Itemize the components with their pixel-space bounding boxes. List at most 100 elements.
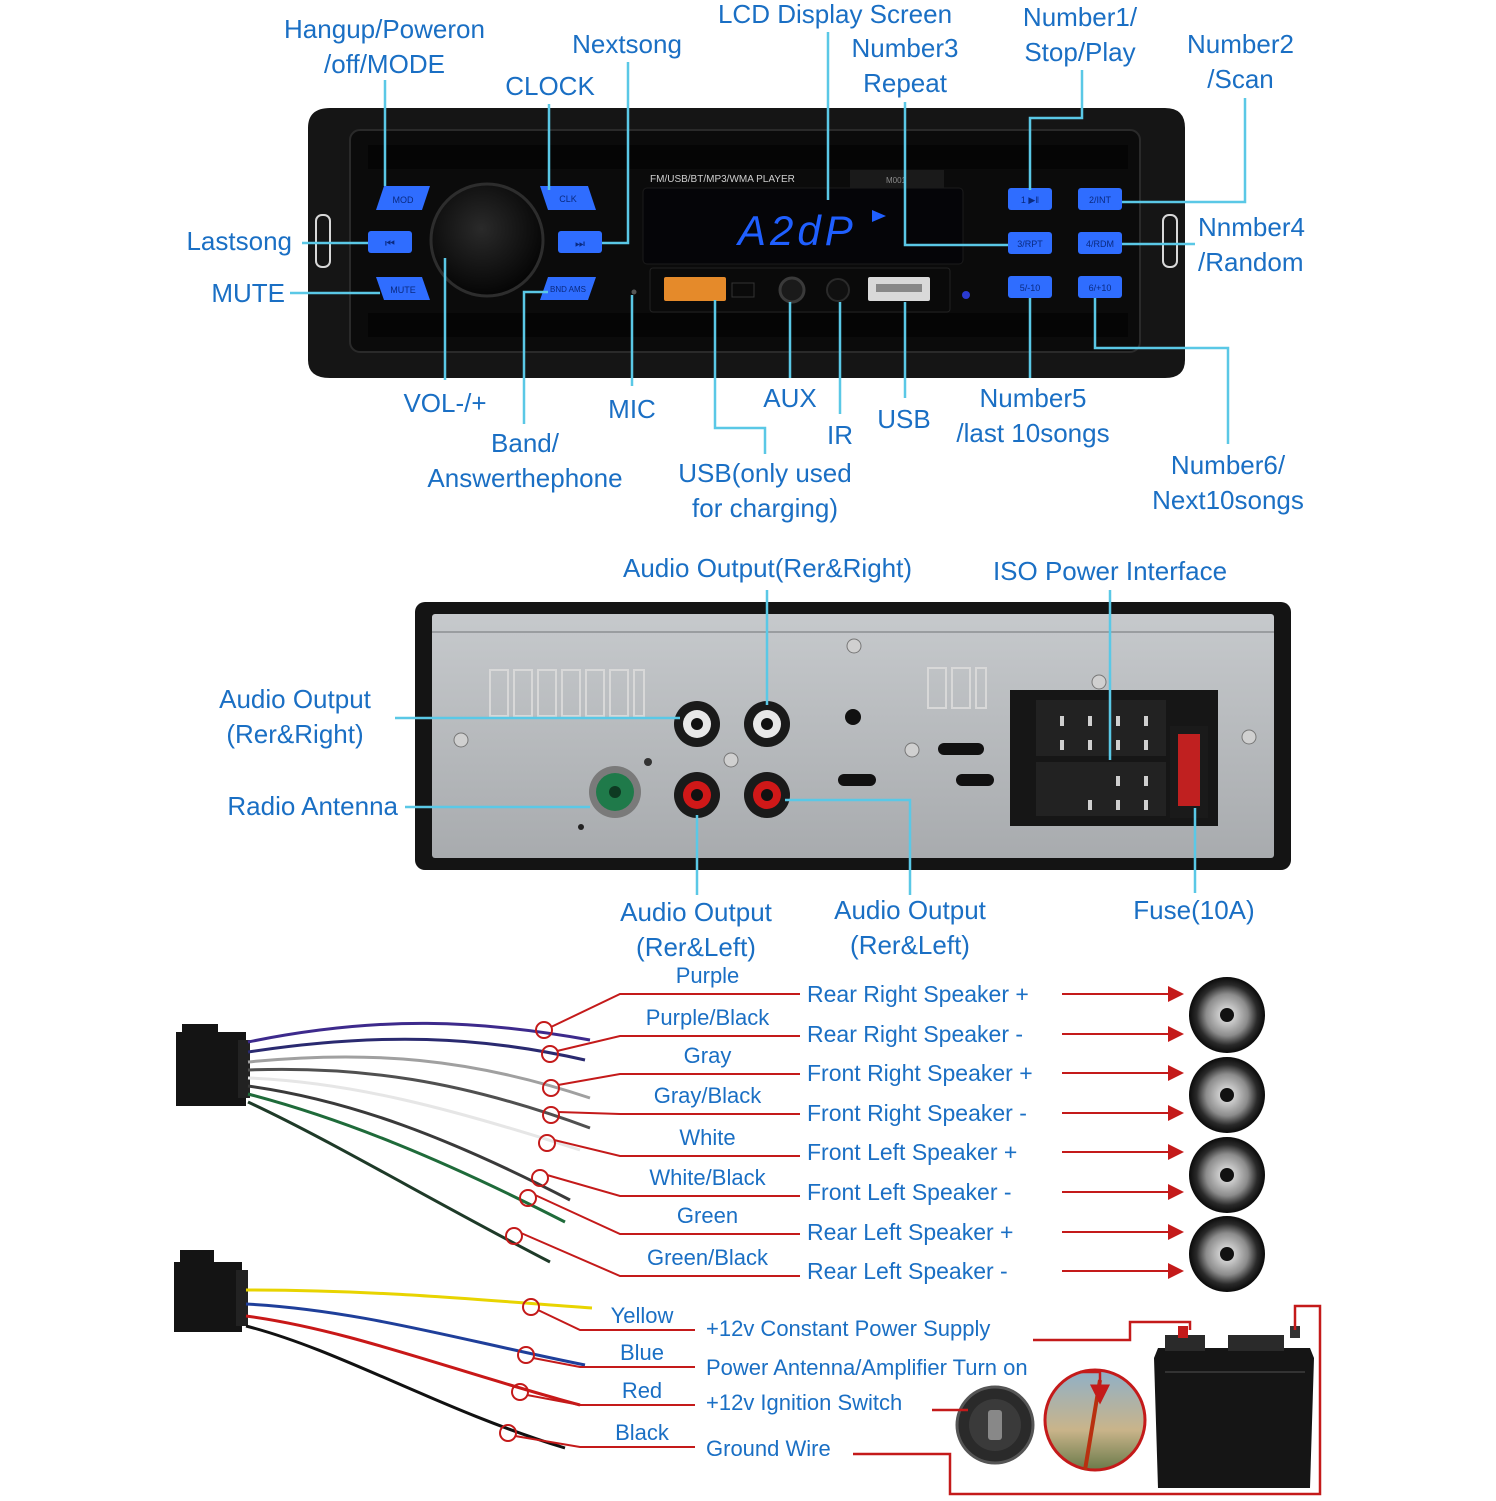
speakers	[1189, 977, 1265, 1292]
label-usb-charging: USB(only used for charging)	[678, 458, 852, 523]
ir-receiver	[826, 278, 850, 302]
lcd-screen	[642, 187, 964, 265]
mode-button-label: MOD	[393, 195, 414, 205]
screw-6	[1241, 729, 1257, 745]
rca-red-2[interactable]	[744, 772, 790, 818]
button-2-label: 2/INT	[1089, 195, 1112, 205]
usb-port-inner	[876, 284, 922, 292]
volume-knob[interactable]	[429, 182, 545, 298]
power-wire-color-label: Yellow	[610, 1303, 674, 1328]
power-wire-function-label: +12v Constant Power Supply	[706, 1316, 991, 1341]
wire-leader-line	[553, 1139, 800, 1157]
rear-vents-right	[927, 667, 987, 709]
aux-jack[interactable]	[778, 276, 806, 304]
leader-audio-bottom-2	[785, 798, 912, 895]
label-fuse: Fuse(10A)	[1133, 895, 1255, 925]
wire-function-label: Rear Right Speaker +	[807, 981, 1029, 1007]
speaker-wire-leader	[542, 1105, 1184, 1124]
clk-button[interactable]: CLK	[540, 186, 596, 210]
front-panel: MOD ⏮ MUTE CLK ⏭ BND AMS FM/USB/BT/MP3/W…	[308, 108, 1185, 378]
antenna-socket[interactable]	[589, 766, 641, 818]
wire-function-label: Rear Right Speaker -	[807, 1021, 1024, 1047]
label-ir: IR	[827, 420, 853, 450]
leader-number1	[1028, 70, 1084, 190]
leader-black-to-battery	[853, 1304, 1322, 1496]
speaker-connector[interactable]	[176, 1024, 250, 1106]
wire-marker-circle	[505, 1227, 523, 1245]
button-5[interactable]: 5/-10	[1008, 276, 1052, 298]
wire-marker-circle	[519, 1189, 537, 1207]
fuse-holder[interactable]	[1170, 726, 1208, 818]
power-wire-color-label: Black	[615, 1420, 669, 1445]
prev-button[interactable]: ⏮	[368, 231, 412, 253]
wire-green-black	[247, 1100, 551, 1264]
leader-number3	[903, 102, 1008, 247]
label-clock: CLOCK	[505, 71, 595, 101]
bottom-slot	[368, 313, 1128, 337]
power-wire-leader	[522, 1298, 695, 1331]
screw-1	[453, 732, 469, 748]
speaker-3	[1189, 1137, 1265, 1213]
wire-gray-black	[247, 1067, 591, 1130]
clk-button-label: CLK	[559, 194, 577, 204]
rca-white-1[interactable]	[674, 701, 720, 747]
button-1[interactable]: 1 ▶‖	[1008, 188, 1052, 210]
power-wire-function-label: Power Antenna/Amplifier Turn on	[706, 1355, 1028, 1380]
power-wire-leader	[517, 1346, 695, 1368]
mute-button[interactable]: MUTE	[376, 277, 430, 300]
wire-gray	[247, 1055, 591, 1100]
power-wire-paths	[245, 1288, 593, 1450]
speaker-wire-leader	[541, 1026, 1184, 1063]
label-audio-bottom-2: Audio Output (Rer&Left)	[834, 895, 986, 960]
power-connector[interactable]	[174, 1250, 248, 1332]
wire-function-label: Rear Left Speaker +	[807, 1219, 1014, 1245]
wire-leader-line	[546, 1174, 800, 1197]
label-usb: USB	[877, 404, 931, 434]
label-audio-bottom-1: Audio Output (Rer&Left)	[620, 897, 772, 962]
power-wire-leader	[499, 1424, 695, 1448]
button-4[interactable]: 4/RDM	[1078, 232, 1122, 254]
next-button[interactable]: ⏭	[558, 231, 602, 253]
wire-color-label: Gray/Black	[653, 1083, 762, 1108]
iso-connector[interactable]	[1010, 690, 1218, 826]
label-audio-left: Audio Output (Rer&Right)	[219, 684, 371, 749]
reset-indicator	[962, 291, 970, 299]
wire-leader-line	[557, 1073, 800, 1086]
rear-slot-1	[838, 774, 876, 786]
wire-leader-line	[532, 1357, 695, 1368]
wire-function-label: Front Right Speaker +	[807, 1060, 1033, 1086]
speaker-1	[1189, 977, 1265, 1053]
speaker-2	[1189, 1057, 1265, 1133]
wire-function-label: Front Left Speaker -	[807, 1179, 1012, 1205]
label-number4: Nnmber4 /Random	[1198, 212, 1305, 277]
label-band: Band/ Answerthephone	[427, 428, 623, 493]
ignition-key-image	[955, 1385, 1035, 1465]
rca-white-2[interactable]	[744, 701, 790, 747]
label-lcd: LCD Display Screen	[717, 0, 953, 29]
usb-charging-port[interactable]	[664, 277, 726, 301]
label-mute: MUTE	[211, 278, 285, 308]
power-leader-lines	[853, 1304, 1322, 1496]
mode-button[interactable]: MOD	[376, 186, 430, 210]
button-2[interactable]: 2/INT	[1078, 188, 1122, 210]
lcd-display-text: A2dP	[735, 207, 857, 254]
button-3[interactable]: 3/RPT	[1008, 232, 1052, 254]
leader-yellow-to-battery	[1033, 1320, 1192, 1342]
wire-marker-circle	[542, 1106, 560, 1124]
wire-leader-line	[514, 1435, 695, 1448]
wire-black	[245, 1324, 566, 1450]
speaker-wire-leader	[519, 1189, 1184, 1240]
band-button[interactable]: BND AMS	[540, 277, 596, 300]
power-wire-function-label: Ground Wire	[706, 1436, 831, 1461]
wire-marker-circle	[531, 1169, 549, 1187]
button-6[interactable]: 6/+10	[1078, 276, 1122, 298]
power-wire-color-label: Blue	[619, 1340, 665, 1365]
rear-leader-lines	[395, 590, 1197, 895]
rca-red-1[interactable]	[674, 772, 720, 818]
leader-number6	[1093, 298, 1230, 444]
power-rows	[499, 1298, 695, 1448]
speaker-rows	[505, 986, 1184, 1279]
wire-leader-line	[550, 993, 800, 1028]
label-radio-antenna: Radio Antenna	[227, 791, 398, 821]
